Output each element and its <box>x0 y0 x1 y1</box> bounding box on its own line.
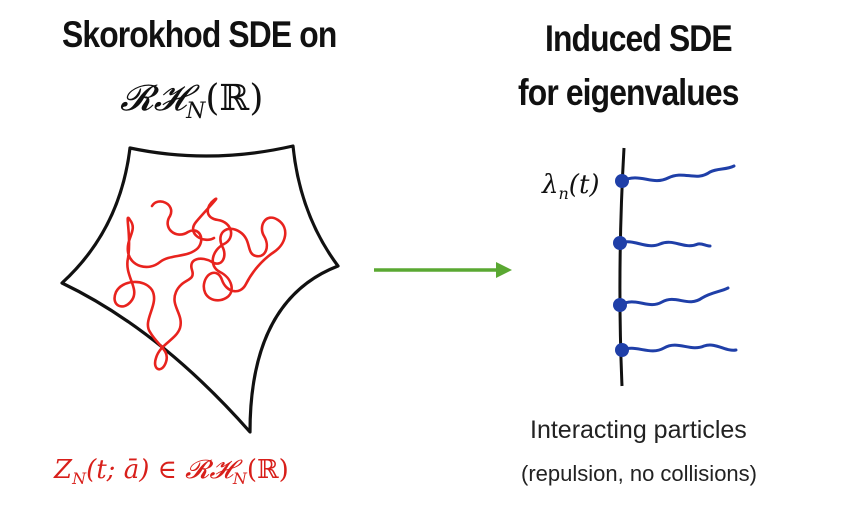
eigen-argument: (t) <box>568 170 600 200</box>
process-subscript: N <box>72 469 87 489</box>
particle-2 <box>613 236 627 250</box>
particle-1 <box>615 174 629 188</box>
caption-line1: Interacting particles <box>530 416 747 444</box>
eigen-subscript: n <box>558 184 569 204</box>
process-tail: (ℝ) <box>246 455 289 485</box>
left-title: Skorokhod SDE on <box>62 14 337 55</box>
space-subscript: N <box>186 99 206 125</box>
particle-4 <box>615 343 629 357</box>
process-args: (t; ā) ∈ 𝓡𝓗 <box>86 455 233 485</box>
right-title-line1: Induced SDE <box>545 18 733 59</box>
matrix-manifold-outline <box>60 144 340 434</box>
caption-line2: (repulsion, no collisions) <box>521 461 757 486</box>
eigen-lambda: λ <box>542 170 559 200</box>
particle-3 <box>613 298 627 312</box>
process-subscript-2: N <box>232 469 247 489</box>
trajectory-1 <box>620 164 736 183</box>
transition-arrow-head <box>496 262 512 278</box>
trajectory-2 <box>618 240 712 248</box>
trajectory-3 <box>618 286 730 307</box>
particle-trajectories <box>618 164 738 353</box>
space-argument: (ℝ) <box>205 78 264 119</box>
right-title-line2: for eigenvalues <box>518 72 739 113</box>
brownian-path <box>113 197 287 371</box>
particles <box>613 174 629 357</box>
process-z: Z <box>54 455 73 485</box>
space-main: 𝓡𝓗 <box>120 78 187 119</box>
trajectory-4 <box>620 343 738 353</box>
matrix-space-label: 𝓡𝓗N(ℝ) <box>120 78 263 124</box>
eigenvalue-label: λn(t) <box>542 170 600 203</box>
process-label: ZN(t; ā) ∈ 𝓡𝓗N(ℝ) <box>54 455 289 488</box>
